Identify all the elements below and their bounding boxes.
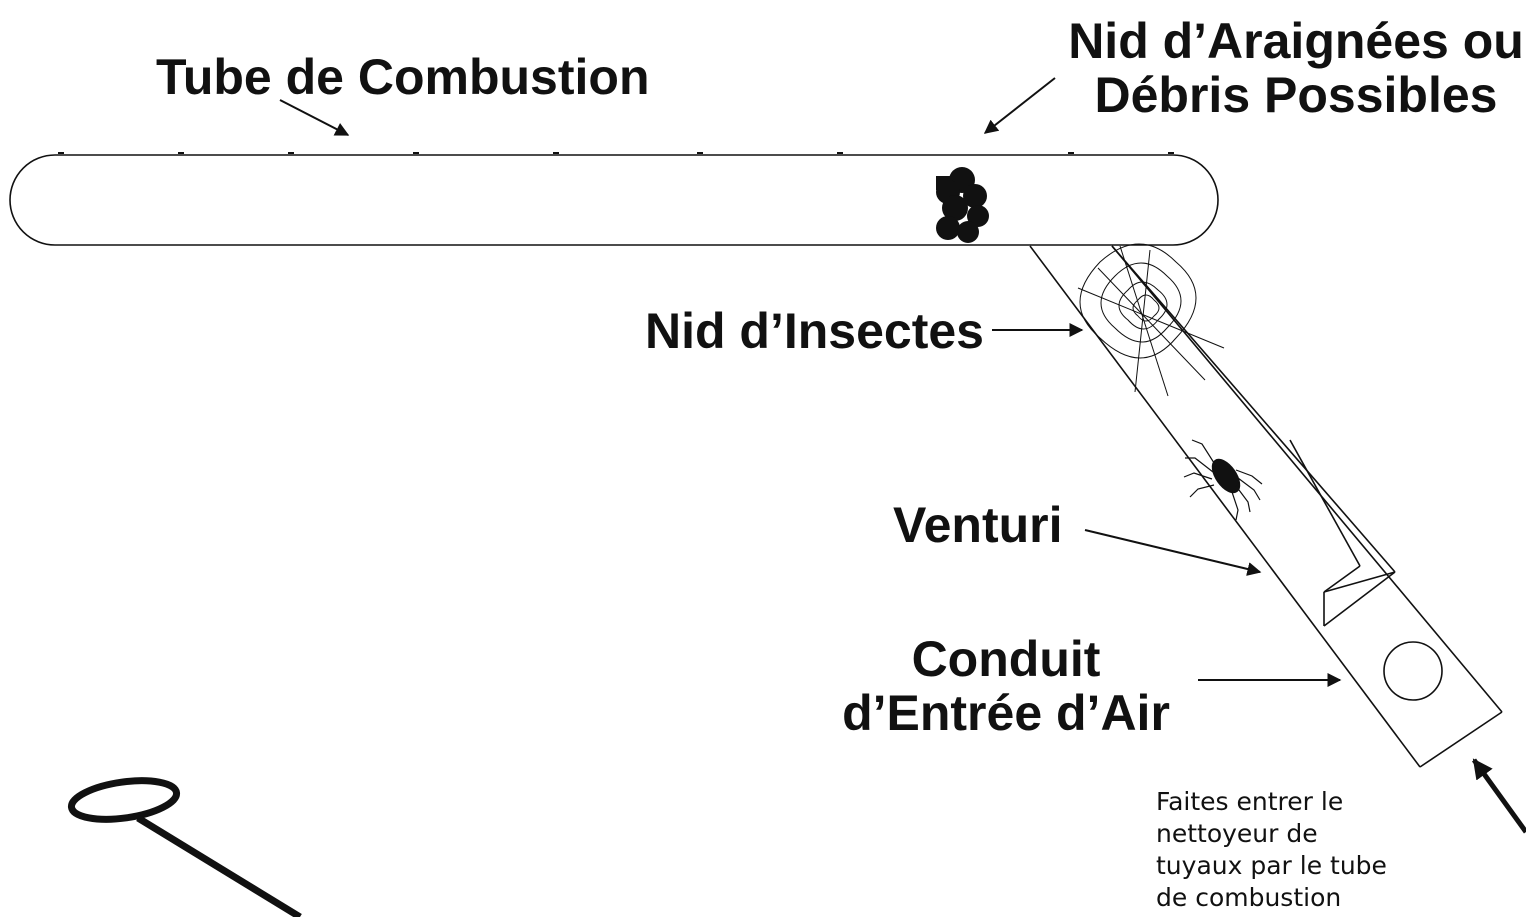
label-spider-nest-line1: Nid d’Araignées ou xyxy=(1068,13,1524,69)
venturi-assembly xyxy=(1029,245,1503,768)
instruction-line2: nettoyeur de xyxy=(1156,819,1318,848)
instruction-line4: de combustion xyxy=(1156,883,1342,912)
instruction-line3: tuyaux par le tube xyxy=(1156,851,1387,880)
label-air-inlet-line1: Conduit xyxy=(911,631,1101,687)
annotation-arrows xyxy=(279,77,1526,834)
instruction-note: Faites entrer le nettoyeur de tuyaux par… xyxy=(1156,786,1456,914)
arrow-spider-nest xyxy=(983,77,1056,134)
label-combustion-tube: Tube de Combustion xyxy=(156,49,650,105)
air-inlet-opening xyxy=(1383,641,1443,701)
arrow-cleaner-entry xyxy=(1471,758,1526,834)
debris-cluster-icon xyxy=(936,167,989,243)
label-venturi: Venturi xyxy=(893,497,1063,553)
spider-web-icon xyxy=(1077,243,1225,397)
label-spider-nest: Nid d’Araignées ou Débris Possibles xyxy=(1066,14,1526,122)
arrow-venturi xyxy=(1084,529,1262,576)
combustion-tube xyxy=(9,154,1219,246)
label-air-inlet: Conduit d’Entrée d’Air xyxy=(830,632,1182,740)
pipe-cleaner-icon xyxy=(67,777,302,917)
spider-icon xyxy=(1183,439,1263,521)
arrow-combustion-tube xyxy=(279,99,350,136)
label-air-inlet-line2: d’Entrée d’Air xyxy=(842,685,1170,741)
instruction-line1: Faites entrer le xyxy=(1156,787,1344,816)
label-insect-nest: Nid d’Insectes xyxy=(645,303,984,359)
label-spider-nest-line2: Débris Possibles xyxy=(1094,67,1498,123)
